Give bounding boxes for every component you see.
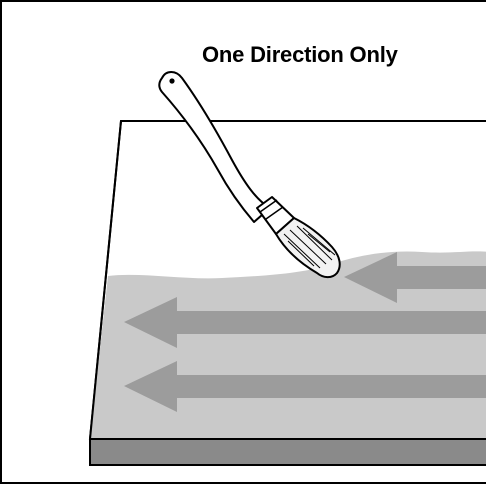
brush-hang-hole [169, 78, 174, 83]
board-front-edge [90, 439, 486, 465]
illustration-title: One Direction Only [202, 42, 398, 68]
